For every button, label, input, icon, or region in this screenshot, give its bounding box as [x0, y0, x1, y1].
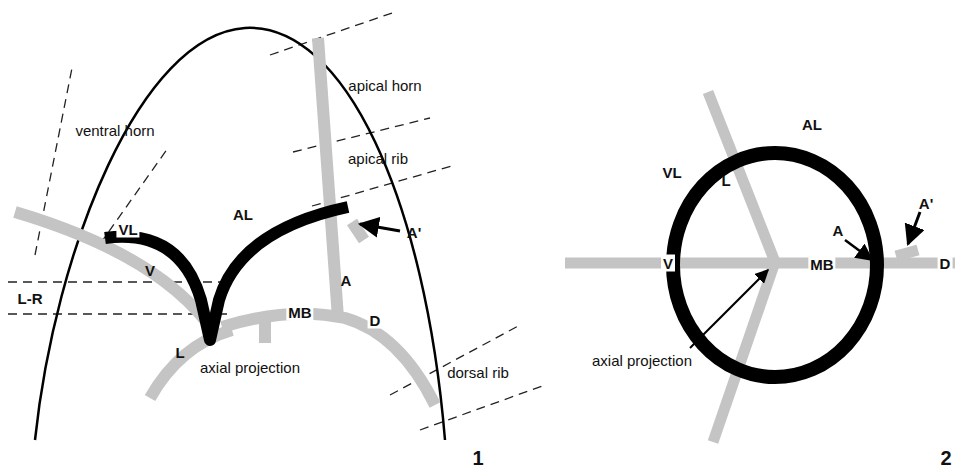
- part-label: A': [919, 196, 933, 211]
- part-label: L: [721, 173, 730, 188]
- part-label: L: [175, 345, 184, 360]
- part-label: L-R: [18, 291, 43, 306]
- part-label: ventral horn: [75, 123, 154, 138]
- part-label: D: [938, 255, 953, 272]
- part-label: apical rib: [348, 151, 408, 166]
- part-label: axial projection: [200, 360, 300, 375]
- part-label: A: [833, 223, 844, 238]
- part-label: MB: [286, 304, 313, 321]
- part-label: AL: [231, 206, 255, 223]
- part-label: D: [368, 312, 383, 329]
- part-label: dorsal rib: [447, 365, 509, 380]
- part-label: VL: [116, 221, 139, 238]
- part-label: A': [407, 225, 421, 240]
- part-label: A: [341, 273, 352, 288]
- part-label: apical horn: [348, 78, 421, 93]
- part-label: V: [661, 255, 675, 272]
- part-label: MB: [808, 256, 835, 273]
- part-label: V: [145, 263, 155, 278]
- part-label: AL: [800, 116, 824, 133]
- figure-number: 2: [940, 448, 951, 468]
- part-label: axial projection: [592, 353, 692, 368]
- figure-number: 1: [472, 448, 483, 468]
- part-label: VL: [660, 164, 683, 181]
